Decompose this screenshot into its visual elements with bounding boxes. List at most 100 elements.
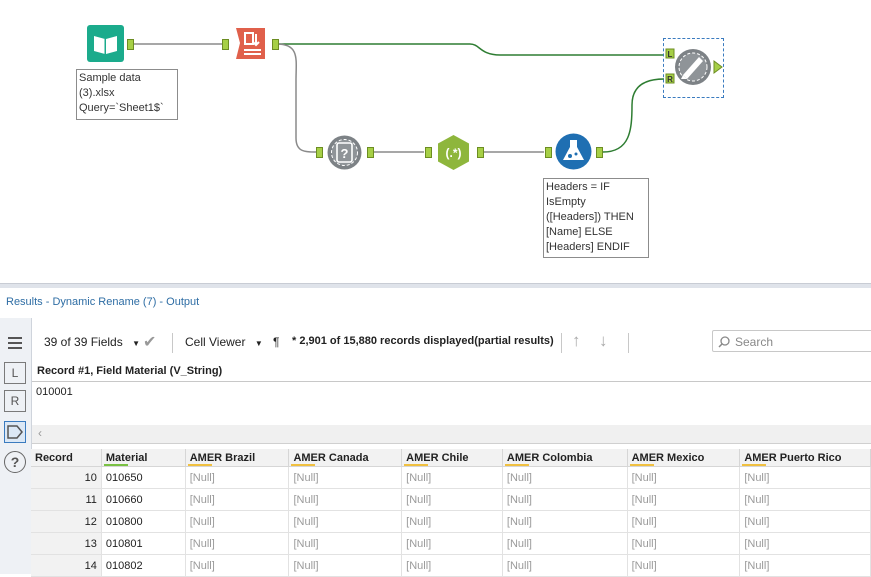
value-cell[interactable]: [Null] bbox=[502, 532, 628, 555]
book-icon bbox=[87, 25, 124, 62]
table-view-icon[interactable] bbox=[4, 332, 26, 354]
fields-dropdown[interactable]: 39 of 39 Fields ▼ bbox=[44, 335, 140, 349]
formula-input-anchor[interactable] bbox=[545, 147, 552, 158]
chevron-down-icon: ▼ bbox=[132, 339, 140, 348]
value-cell[interactable]: [Null] bbox=[627, 554, 741, 577]
toolbar-separator bbox=[561, 333, 562, 353]
record-cell: 10 bbox=[31, 466, 102, 489]
select-input-anchor[interactable] bbox=[222, 39, 229, 50]
svg-text:(.*): (.*) bbox=[446, 146, 462, 160]
record-cell: 11 bbox=[31, 488, 102, 511]
column-header[interactable]: Material bbox=[101, 449, 186, 467]
material-cell[interactable]: 010800 bbox=[101, 510, 186, 533]
apply-check-icon[interactable]: ✔ bbox=[143, 334, 157, 351]
regex-icon: (.*) bbox=[438, 135, 469, 170]
value-cell[interactable]: [Null] bbox=[739, 554, 871, 577]
pilcrow-icon[interactable]: ¶ bbox=[273, 335, 280, 349]
column-header[interactable]: AMER Brazil bbox=[185, 449, 290, 467]
column-header[interactable]: AMER Canada bbox=[288, 449, 403, 467]
value-cell[interactable]: [Null] bbox=[627, 488, 741, 511]
horizontal-scrollbar[interactable]: ‹ bbox=[32, 425, 871, 444]
column-header[interactable]: AMER Colombia bbox=[502, 449, 628, 467]
value-cell[interactable]: [Null] bbox=[401, 466, 503, 489]
value-cell[interactable]: [Null] bbox=[288, 510, 403, 533]
cell-viewer-dropdown[interactable]: Cell Viewer ▼ bbox=[185, 335, 263, 349]
value-cell[interactable]: [Null] bbox=[401, 532, 503, 555]
results-title: Results - Dynamic Rename (7) - Output bbox=[6, 296, 200, 308]
column-header[interactable]: Record bbox=[31, 449, 102, 467]
value-cell[interactable]: [Null] bbox=[401, 510, 503, 533]
help-icon[interactable]: ? bbox=[4, 451, 26, 473]
formula-annotation: Headers = IF IsEmpty ([Headers]) THEN [N… bbox=[543, 178, 649, 258]
value-cell[interactable]: [Null] bbox=[401, 488, 503, 511]
select-icon bbox=[236, 28, 265, 59]
value-cell[interactable]: [Null] bbox=[739, 532, 871, 555]
material-cell[interactable]: 010650 bbox=[101, 466, 186, 489]
material-cell[interactable]: 010802 bbox=[101, 554, 186, 577]
value-cell[interactable]: [Null] bbox=[739, 466, 871, 489]
value-cell[interactable]: [Null] bbox=[185, 488, 290, 511]
dynamic-rename-icon: L R bbox=[665, 48, 723, 85]
input-output-anchor[interactable] bbox=[127, 39, 134, 50]
regex-output-anchor[interactable] bbox=[477, 147, 484, 158]
left-anchor-button[interactable]: L bbox=[4, 362, 26, 384]
value-cell[interactable]: [Null] bbox=[627, 532, 741, 555]
value-cell[interactable]: [Null] bbox=[627, 510, 741, 533]
select-tool[interactable] bbox=[232, 25, 269, 62]
value-cell[interactable]: [Null] bbox=[185, 466, 290, 489]
value-cell[interactable]: [Null] bbox=[185, 532, 290, 555]
flask-icon bbox=[555, 133, 592, 170]
value-cell[interactable]: [Null] bbox=[502, 554, 628, 577]
arrow-down-icon[interactable]: ↓ bbox=[599, 331, 608, 350]
formula-tool[interactable] bbox=[555, 133, 592, 170]
select-output-anchor[interactable] bbox=[272, 39, 279, 50]
value-cell[interactable]: [Null] bbox=[288, 532, 403, 555]
connection-wires bbox=[134, 43, 665, 153]
column-header[interactable]: AMER Mexico bbox=[627, 449, 741, 467]
cell-viewer-value: 010001 bbox=[36, 386, 73, 398]
workflow-canvas[interactable]: Sample data (3).xlsx Query=`Sheet1$` ? (… bbox=[0, 0, 871, 284]
wire-select-to-join-left bbox=[277, 43, 664, 56]
svg-text:?: ? bbox=[341, 146, 349, 161]
value-cell[interactable]: [Null] bbox=[288, 554, 403, 577]
value-cell[interactable]: [Null] bbox=[627, 466, 741, 489]
arrow-up-icon[interactable]: ↑ bbox=[572, 331, 581, 350]
right-anchor-label: R bbox=[10, 394, 20, 408]
value-cell[interactable]: [Null] bbox=[502, 488, 628, 511]
wire-formula-to-join-right bbox=[602, 78, 665, 153]
column-header[interactable]: AMER Chile bbox=[401, 449, 503, 467]
value-cell[interactable]: [Null] bbox=[185, 510, 290, 533]
value-cell[interactable]: [Null] bbox=[502, 466, 628, 489]
scroll-left-icon[interactable]: ‹ bbox=[38, 426, 42, 440]
gray-tool-output-anchor[interactable] bbox=[367, 147, 374, 158]
cell-viewer-box[interactable]: 010001 bbox=[32, 381, 871, 427]
pane-divider[interactable] bbox=[0, 283, 871, 289]
input-data-tool[interactable] bbox=[87, 25, 124, 62]
regex-input-anchor[interactable] bbox=[425, 147, 432, 158]
regex-tool[interactable]: (.*) bbox=[435, 134, 472, 171]
grid-header-row: Record Material AMER Brazil AMER Canada … bbox=[31, 449, 871, 467]
column-header[interactable]: AMER Puerto Rico bbox=[739, 449, 871, 467]
value-cell[interactable]: [Null] bbox=[288, 488, 403, 511]
gray-tool-input-anchor[interactable] bbox=[316, 147, 323, 158]
dynamic-input-tool[interactable]: ? bbox=[326, 134, 363, 171]
value-cell[interactable]: [Null] bbox=[401, 554, 503, 577]
value-cell[interactable]: [Null] bbox=[288, 466, 403, 489]
value-cell[interactable]: [Null] bbox=[502, 510, 628, 533]
material-cell[interactable]: 010801 bbox=[101, 532, 186, 555]
formula-output-anchor[interactable] bbox=[596, 147, 603, 158]
value-cell[interactable]: [Null] bbox=[739, 510, 871, 533]
output-anchor-button[interactable] bbox=[4, 421, 26, 443]
results-toolbar: 39 of 39 Fields ▼ ✔ Cell Viewer ▼ ¶ * 2,… bbox=[32, 324, 871, 360]
value-cell[interactable]: [Null] bbox=[739, 488, 871, 511]
material-cell[interactable]: 010660 bbox=[101, 488, 186, 511]
value-cell[interactable]: [Null] bbox=[185, 554, 290, 577]
right-anchor-button[interactable]: R bbox=[4, 390, 26, 412]
dynamic-rename-tool[interactable]: L R bbox=[663, 38, 724, 98]
search-input[interactable]: Search bbox=[712, 330, 871, 352]
